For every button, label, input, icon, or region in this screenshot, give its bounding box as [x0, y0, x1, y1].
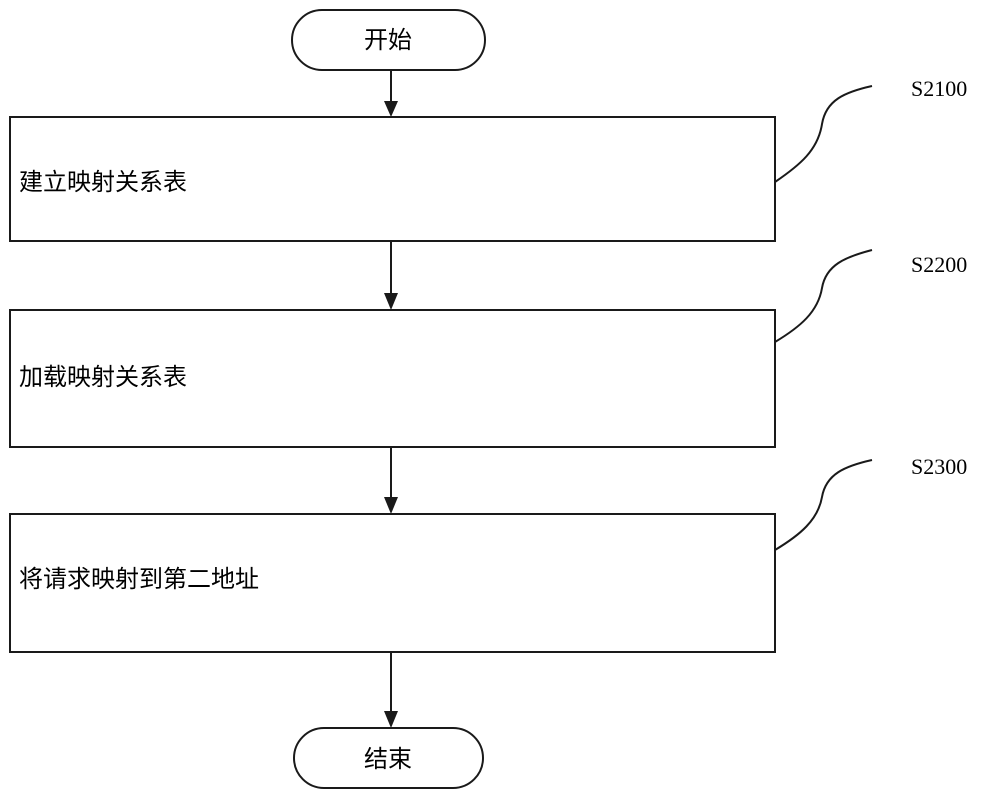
- end-terminal: 结束: [293, 727, 484, 789]
- arrow-step-3-to-end: [384, 652, 398, 728]
- step-1-id: S2100: [911, 76, 967, 101]
- arrow-step-2-to-step-3: [384, 447, 398, 514]
- step-2-leader-line: [774, 249, 873, 343]
- end-label: 结束: [364, 745, 412, 773]
- step-1: 建立映射关系表 S2100: [9, 76, 967, 242]
- start-label: 开始: [364, 26, 412, 54]
- step-1-box: [9, 116, 776, 242]
- step-3-id: S2300: [911, 454, 967, 479]
- start-terminal: 开始: [291, 9, 486, 71]
- step-3: 将请求映射到第二地址 S2300: [9, 454, 967, 653]
- step-2: 加载映射关系表 S2200: [9, 249, 967, 448]
- arrow-start-to-step-1: [384, 70, 398, 117]
- step-3-label: 将请求映射到第二地址: [19, 565, 259, 593]
- step-1-label: 建立映射关系表: [19, 168, 187, 196]
- step-1-leader-line: [774, 85, 873, 183]
- arrow-step-1-to-step-2: [384, 241, 398, 310]
- step-3-leader-line: [774, 459, 873, 551]
- end-terminal-shape: [293, 727, 484, 789]
- start-terminal-shape: [291, 9, 486, 71]
- step-2-id: S2200: [911, 252, 967, 277]
- step-2-box: [9, 309, 776, 448]
- step-3-box: [9, 513, 776, 653]
- step-2-label: 加载映射关系表: [19, 363, 187, 391]
